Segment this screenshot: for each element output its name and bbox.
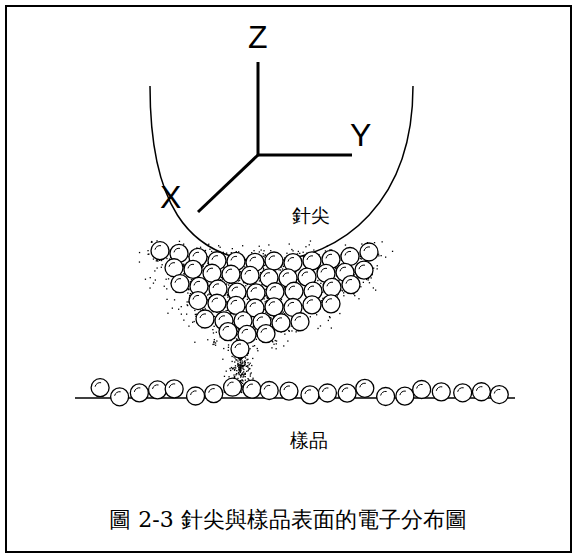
part-label: 針尖 [292,205,330,226]
x-axis [198,155,258,212]
atoms [91,242,508,406]
axis-label: Z [248,20,268,55]
electron-cloud [139,240,393,393]
part-label: 樣品 [290,430,328,451]
z-axis [257,62,260,155]
y-axis [258,154,352,157]
tip-outline [150,86,413,262]
axis-label: X [160,180,181,215]
axis-label: Y [350,118,371,153]
figure-caption: 圖 2-3 針尖與樣品表面的電子分布圖 [0,508,576,532]
